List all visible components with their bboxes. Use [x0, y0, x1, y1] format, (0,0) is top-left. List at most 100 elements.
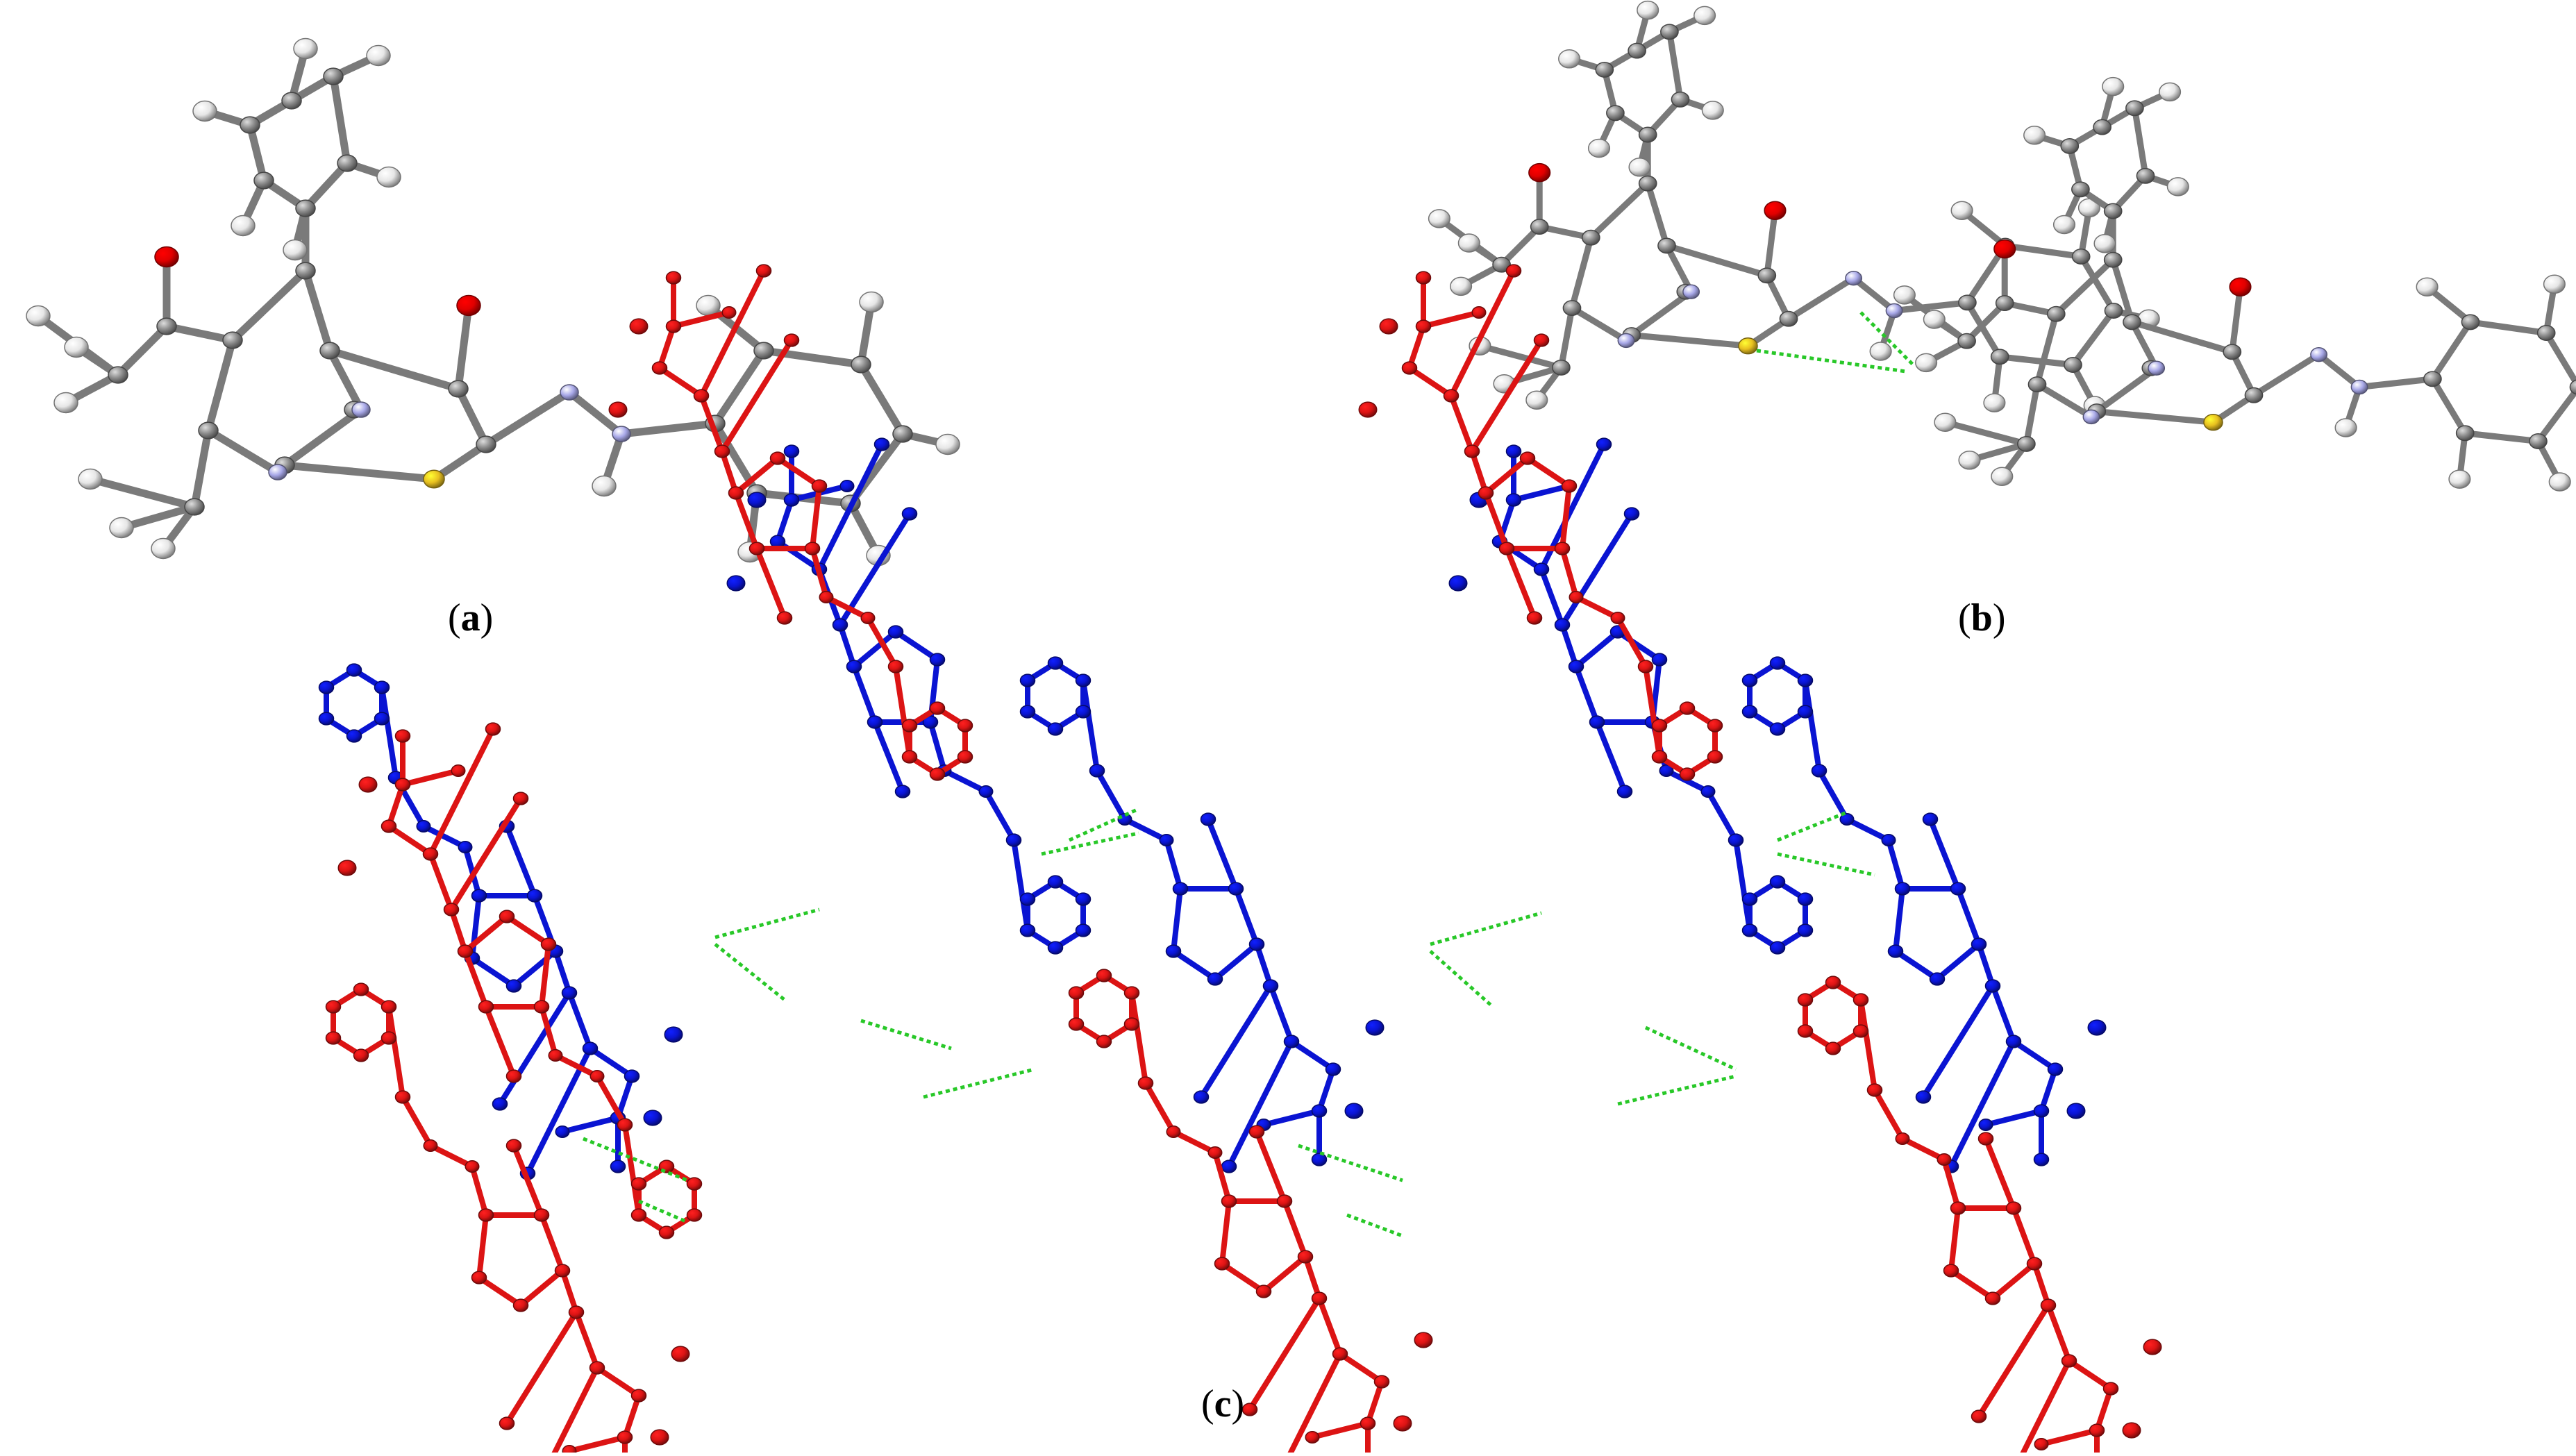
bond [542, 1215, 562, 1271]
bond [986, 792, 1014, 840]
oxygen-atom [1764, 201, 1786, 219]
carbon-atom [507, 1070, 521, 1082]
carbon-atom [382, 820, 396, 832]
carbon-atom [1958, 333, 1975, 348]
carbon-atom [851, 356, 871, 373]
nitrogen-atom [417, 821, 430, 832]
carbon-atom [1555, 542, 1570, 555]
carbon-atom [1166, 945, 1181, 957]
bond [2546, 333, 2576, 387]
carbon-atom [1743, 893, 1757, 905]
oxygen-atom [630, 319, 648, 334]
carbon-atom [632, 1209, 646, 1221]
nitrogen-atom [2311, 348, 2327, 362]
carbon-atom [354, 983, 369, 996]
bond [1264, 1111, 1319, 1125]
bond [333, 76, 347, 163]
carbon-atom [2090, 1424, 2105, 1437]
carbon-atom [1661, 24, 1678, 39]
carbon-atom [319, 681, 334, 694]
carbon-atom [479, 1001, 494, 1013]
hydrogen-atom [1637, 1, 1659, 19]
bond [1736, 840, 1750, 930]
bond [1250, 1298, 1319, 1409]
carbon-atom [1465, 445, 1480, 458]
bond [1222, 1201, 1229, 1264]
carbon-atom [2073, 249, 2090, 264]
carbon-atom [2538, 326, 2555, 340]
hydrogen-bond [1430, 951, 1493, 1007]
carbon-atom [375, 712, 390, 725]
oxygen-atom [155, 247, 178, 267]
nitrogen-atom [840, 480, 854, 492]
bond [2069, 1361, 2111, 1389]
carbon-atom [896, 785, 910, 798]
hydrogen-atom [2168, 178, 2189, 196]
hydrogen-atom [231, 216, 255, 236]
carbon-atom [1639, 176, 1657, 190]
carbon-atom [667, 271, 681, 284]
carbon-atom [1628, 43, 1646, 58]
bond [1958, 889, 1979, 944]
carbon-atom [1798, 1025, 1813, 1037]
carbon-atom [507, 1139, 521, 1152]
carbon-atom [1312, 1105, 1327, 1117]
carbon-atom [1653, 751, 1667, 763]
hydrogen-bond [1042, 833, 1139, 854]
bond [1215, 1153, 1229, 1201]
nitrogen-atom [1701, 786, 1715, 798]
carbon-atom [833, 619, 848, 631]
bond [569, 993, 590, 1048]
carbon-atom [1729, 834, 1743, 846]
bond [1669, 32, 1680, 100]
carbon-atom [893, 426, 912, 442]
carbon-atom [535, 1209, 549, 1221]
packing-molecule-blue-5 [1449, 438, 1812, 954]
carbon-atom [1007, 834, 1021, 846]
carbon-atom [1021, 674, 1035, 687]
carbon-atom [785, 445, 799, 458]
bond [1312, 1423, 1368, 1437]
carbon-atom [1264, 980, 1278, 992]
bond [625, 1125, 639, 1215]
carbon-atom [847, 660, 862, 673]
carbon-atom [354, 1049, 369, 1062]
carbon-atom [889, 660, 903, 673]
bond [542, 944, 549, 1007]
carbon-atom [903, 508, 917, 520]
carbon-atom [1826, 976, 1841, 989]
hydrogen-atom [2102, 78, 2124, 96]
carbon-atom [444, 903, 459, 916]
bond [1173, 889, 1180, 951]
oxygen-atom [2143, 1339, 2161, 1355]
bond [1285, 1201, 1305, 1257]
hydrogen-atom [54, 393, 78, 413]
carbon-atom [1562, 480, 1577, 492]
carbon-atom [2123, 315, 2141, 329]
carbon-atom [1653, 653, 1667, 666]
carbon-atom [296, 200, 315, 217]
carbon-atom [632, 1178, 646, 1190]
bond [1410, 368, 1451, 396]
bond [1923, 986, 1993, 1097]
bond [1541, 569, 1562, 625]
oxygen-atom [671, 1346, 689, 1362]
carbon-atom [1500, 542, 1514, 555]
carbon-atom [1444, 390, 1459, 402]
molecule-b-right [1894, 78, 2576, 491]
carbon-atom [1798, 924, 1813, 937]
carbon-atom [1531, 219, 1548, 234]
oxygen-atom [338, 860, 356, 876]
bond [1937, 944, 1979, 979]
carbon-atom [1416, 271, 1431, 284]
nitrogen-atom [269, 465, 287, 480]
hydrogen-atom [377, 167, 401, 187]
bond [1819, 771, 1847, 819]
carbon-atom [1048, 657, 1063, 669]
hydrogen-atom [193, 101, 217, 122]
carbon-atom [1639, 127, 1657, 142]
nitrogen-atom [1979, 1119, 1993, 1131]
carbon-atom [1021, 705, 1035, 718]
hydrogen-bond [583, 1139, 687, 1180]
bond [1708, 792, 1736, 840]
